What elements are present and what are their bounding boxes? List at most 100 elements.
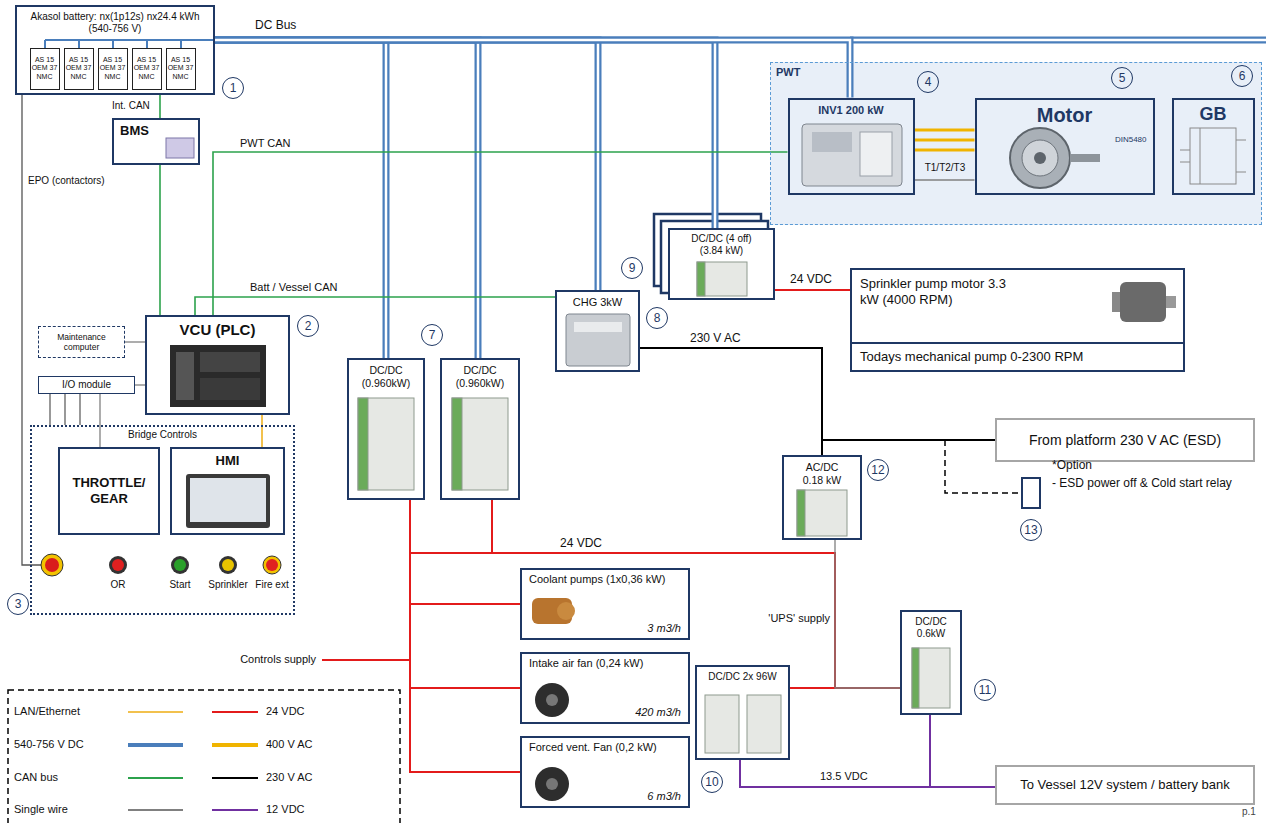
callout-circle: 2 [297,315,319,337]
box-sublabel: 6 m3/h [647,790,681,803]
connector [915,180,975,181]
box-sublabel: 3 m3/h [647,622,681,635]
control-buttons [219,556,237,574]
connector-line [215,40,386,358]
pwt-panel-fill [770,62,1262,225]
control-buttons [174,559,186,571]
bms-device [166,138,194,158]
box-label: GB [1200,104,1227,126]
legend-swatch [212,711,258,713]
supply-wire [322,553,492,660]
control-buttons [45,558,59,572]
component-box: GB [1172,98,1255,195]
box-label: Bridge Controls [128,429,197,441]
annotation: OR [58,579,178,591]
control-buttons [41,554,281,576]
component-box: I/O module [38,376,135,394]
pump-motor-drawing [1112,282,1176,322]
legend-text: 400 V AC [266,738,312,751]
converter-devices [797,490,805,536]
box-label: Maintenance computer [42,332,121,352]
connector [492,500,900,688]
connector-line [125,341,145,342]
component-box: DC/DC (0.960kW) [347,358,425,500]
option-wire [945,440,1022,493]
plc-device [200,352,260,372]
component-box: CHG 3kW [555,290,640,372]
plc-device [200,378,260,400]
gearbox-drawing [1180,128,1246,184]
component-box: From platform 230 V AC (ESD) [995,418,1255,462]
connector [160,165,161,315]
converter-devices [797,490,847,536]
inverter-device [802,124,902,186]
component-box: To Vessel 12V system / battery bank [995,765,1255,805]
converter-devices [358,398,414,490]
plc-device [176,352,194,400]
motor-drawing [1010,128,1070,188]
component-box: MotorDIN5480 [975,98,1155,195]
callout-circle: 9 [621,257,643,279]
callout-circle: 13 [1020,519,1042,541]
connector-line [215,40,715,228]
gearbox-drawing [1190,128,1236,184]
connector-label: Int. CAN [112,100,150,112]
legend-swatch [212,743,258,747]
connector-line [215,40,478,358]
box-label: DC/DC (0.960kW) [449,364,511,389]
annotation: DC Bus [255,18,296,32]
fan-icon [535,767,569,801]
control-buttons [222,559,234,571]
pump-motor-drawing [1112,292,1120,312]
connector-line [835,540,900,688]
connector [195,297,555,315]
legend-swatch [128,777,183,779]
callout-number: 10 [705,775,718,789]
pump-motor-drawing [1166,296,1176,308]
converter-devices [358,398,368,490]
box-label: AS 15 OEM 37 NMC [134,56,160,81]
callout-number: 5 [1119,71,1126,85]
component-box: INV1 200 kW [788,98,915,195]
option-wire [945,440,1022,493]
supply-wire [322,553,492,660]
callout-circle: 12 [867,459,889,481]
connector-line [410,500,520,772]
connector-line [213,152,788,315]
pump-motor-drawing [1120,282,1166,322]
charger-device [566,314,630,366]
inverter-device [860,132,892,176]
connector-line [775,289,850,291]
callout-number: 7 [429,328,436,342]
converter-devices [705,695,739,753]
plc-device [170,345,266,407]
callout-number: 6 [1239,69,1246,83]
component-box: Sprinkler pump motor 3.3 kW (4000 RPM)To… [850,268,1185,372]
legend-swatch [128,711,183,713]
battery-module: AS 15 OEM 37 NMC [132,48,162,90]
callout-number: 12 [871,463,884,477]
region-box: PWTINV1 200 kWMotorDIN5480GB [770,62,1262,225]
box-label: AS 15 OEM 37 NMC [168,56,194,81]
connector-label: 24 VDC [790,272,832,286]
box-label: THROTTLE/ GEAR [64,475,154,506]
connector [125,342,145,343]
callout-number: 4 [925,75,932,89]
callout-number: 8 [654,311,661,325]
box-label: AS 15 OEM 37 NMC [66,56,92,81]
callout-number: 2 [305,319,312,333]
gearbox-drawing [1180,128,1246,184]
connector [215,40,478,358]
connector-line [915,129,975,132]
box-label: DC/DC (4 off) (3.84 kW) [681,233,763,257]
box-label: CHG 3kW [573,296,623,309]
connector-line [215,40,850,98]
connector-label: Batt / Vessel CAN [250,281,337,294]
connector [410,500,520,772]
motor-drawing [1022,140,1058,176]
box-label: From platform 230 V AC (ESD) [1029,432,1221,449]
legend-swatch [128,743,183,747]
callout-number: 3 [15,597,22,611]
callout-circle: 5 [1111,67,1133,89]
connector-line [740,760,995,787]
